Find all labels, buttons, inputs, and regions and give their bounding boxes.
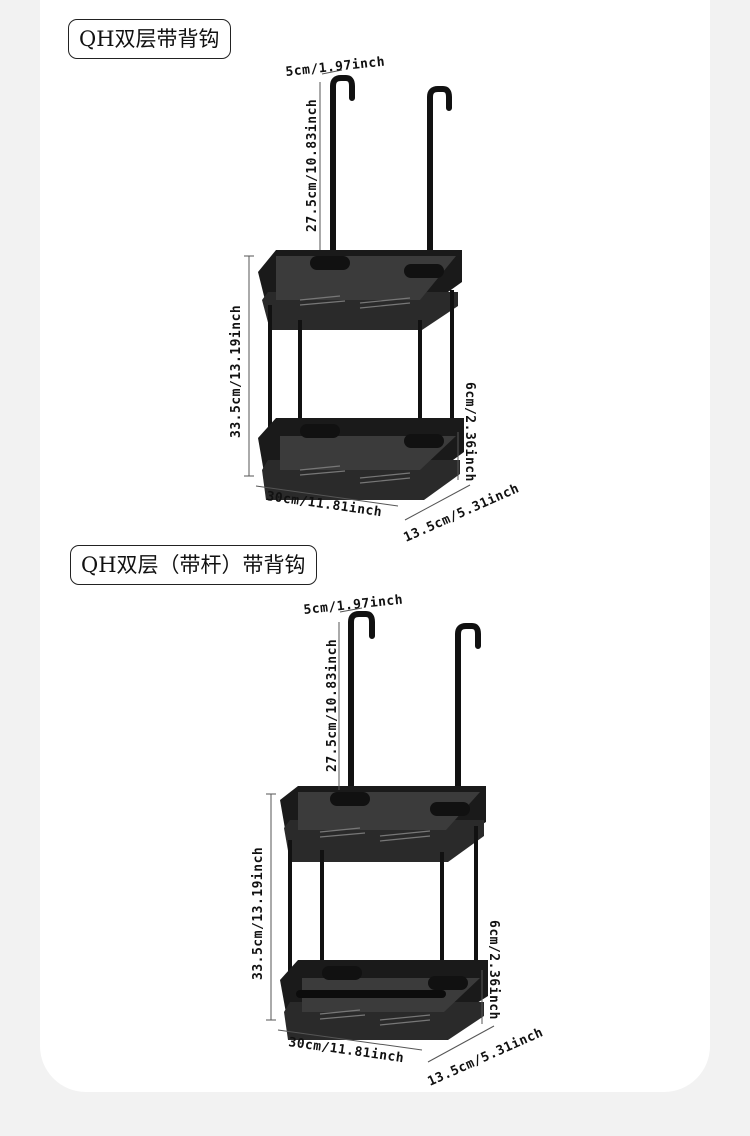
product-2-lower-basket [280,960,488,1040]
product-1-upper-basket [258,250,462,330]
product-2-title: QH双层（带杆）带背钩 [70,545,317,585]
product-1-title: QH双层带背钩 [68,19,231,59]
product-2-rail-height: 6cm/2.36inch [486,920,501,1020]
product-2-hook-height: 27.5cm/10.83inch [325,639,340,772]
product-1-total-height: 33.5cm/13.19inch [229,305,244,438]
product-2-diagram: 5cm/1.97inch 27.5cm/10.83inch 33.5cm/13.… [251,593,546,1090]
product-2-hooks [348,611,481,813]
product-1-lower-basket [258,418,464,500]
product-1-hook-height: 27.5cm/10.83inch [305,99,320,232]
product-1-diagram: 5cm/1.97inch 27.5cm/10.83inch 33.5cm/13.… [229,55,522,545]
product-2-dimension-lines [266,607,495,1063]
product-2-upper-basket [280,786,486,862]
product-2-total-height: 33.5cm/13.19inch [251,847,266,980]
product-1-rail-height: 6cm/2.36inch [462,382,477,482]
product-1-hooks [330,75,452,278]
product-1-dimension-lines [244,69,471,521]
